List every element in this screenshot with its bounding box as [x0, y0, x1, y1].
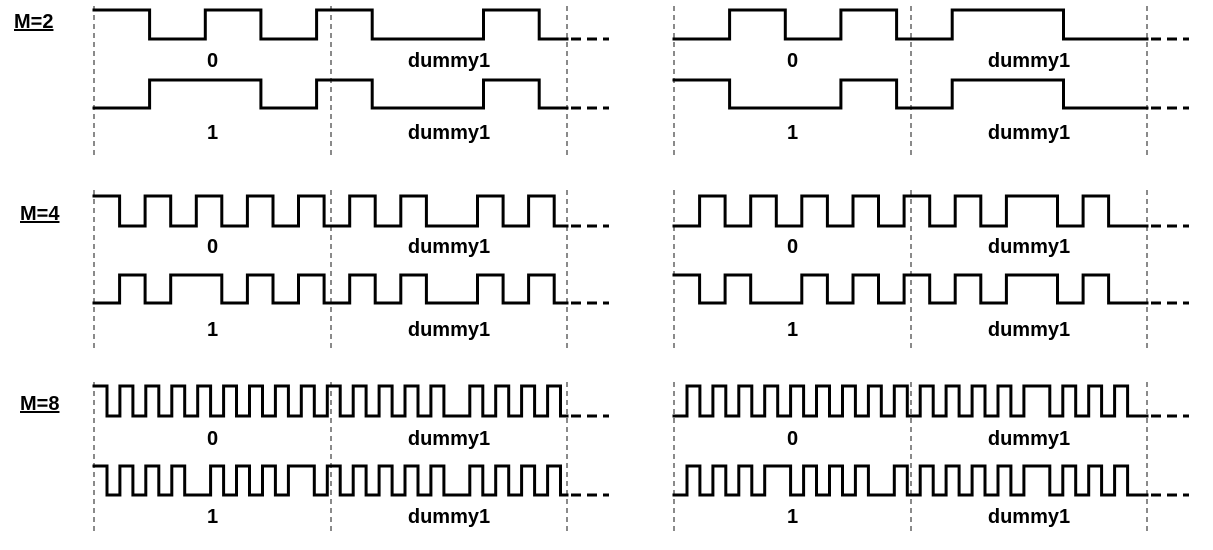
bit-label: 1: [207, 319, 218, 341]
bit-label: 0: [207, 50, 218, 72]
waveform-line: [92, 78, 569, 110]
waveform-line: [92, 384, 569, 418]
bit-label: 1: [787, 319, 798, 341]
bit-label: 1: [207, 122, 218, 144]
dummy-label: dummy1: [408, 428, 490, 450]
dummy-label: dummy1: [408, 506, 490, 528]
dummy-label: dummy1: [408, 319, 490, 341]
waveform-line: [92, 464, 569, 497]
dummy-label: dummy1: [408, 122, 490, 144]
dummy-label: dummy1: [988, 122, 1070, 144]
dummy-label: dummy1: [988, 319, 1070, 341]
m-label: M=8: [20, 393, 59, 415]
dummy-label: dummy1: [988, 506, 1070, 528]
bit-label: 0: [787, 428, 798, 450]
waveform-line: [92, 273, 569, 305]
waveform-line: [672, 8, 1149, 41]
bit-label: 0: [207, 236, 218, 258]
dummy-label: dummy1: [988, 50, 1070, 72]
bit-label: 0: [787, 50, 798, 72]
waveform-line: [92, 194, 569, 228]
dummy-label: dummy1: [408, 236, 490, 258]
m-label: M=4: [20, 203, 60, 225]
waveform-line: [672, 194, 1149, 228]
dummy-label: dummy1: [988, 428, 1070, 450]
dummy-label: dummy1: [988, 236, 1070, 258]
bit-label: 1: [207, 506, 218, 528]
waveform-line: [672, 384, 1149, 418]
waveform-line: [92, 8, 569, 41]
bit-label: 0: [207, 428, 218, 450]
boundary-guides: [93, 6, 1148, 532]
bit-label: 1: [787, 122, 798, 144]
bit-label: 1: [787, 506, 798, 528]
bit-label: 0: [787, 236, 798, 258]
waveform-line: [672, 464, 1149, 497]
waveform-line: [672, 273, 1149, 305]
waveforms: [92, 8, 1189, 497]
waveform-line: [672, 78, 1149, 110]
dummy-label: dummy1: [408, 50, 490, 72]
m-label: M=2: [14, 11, 53, 33]
